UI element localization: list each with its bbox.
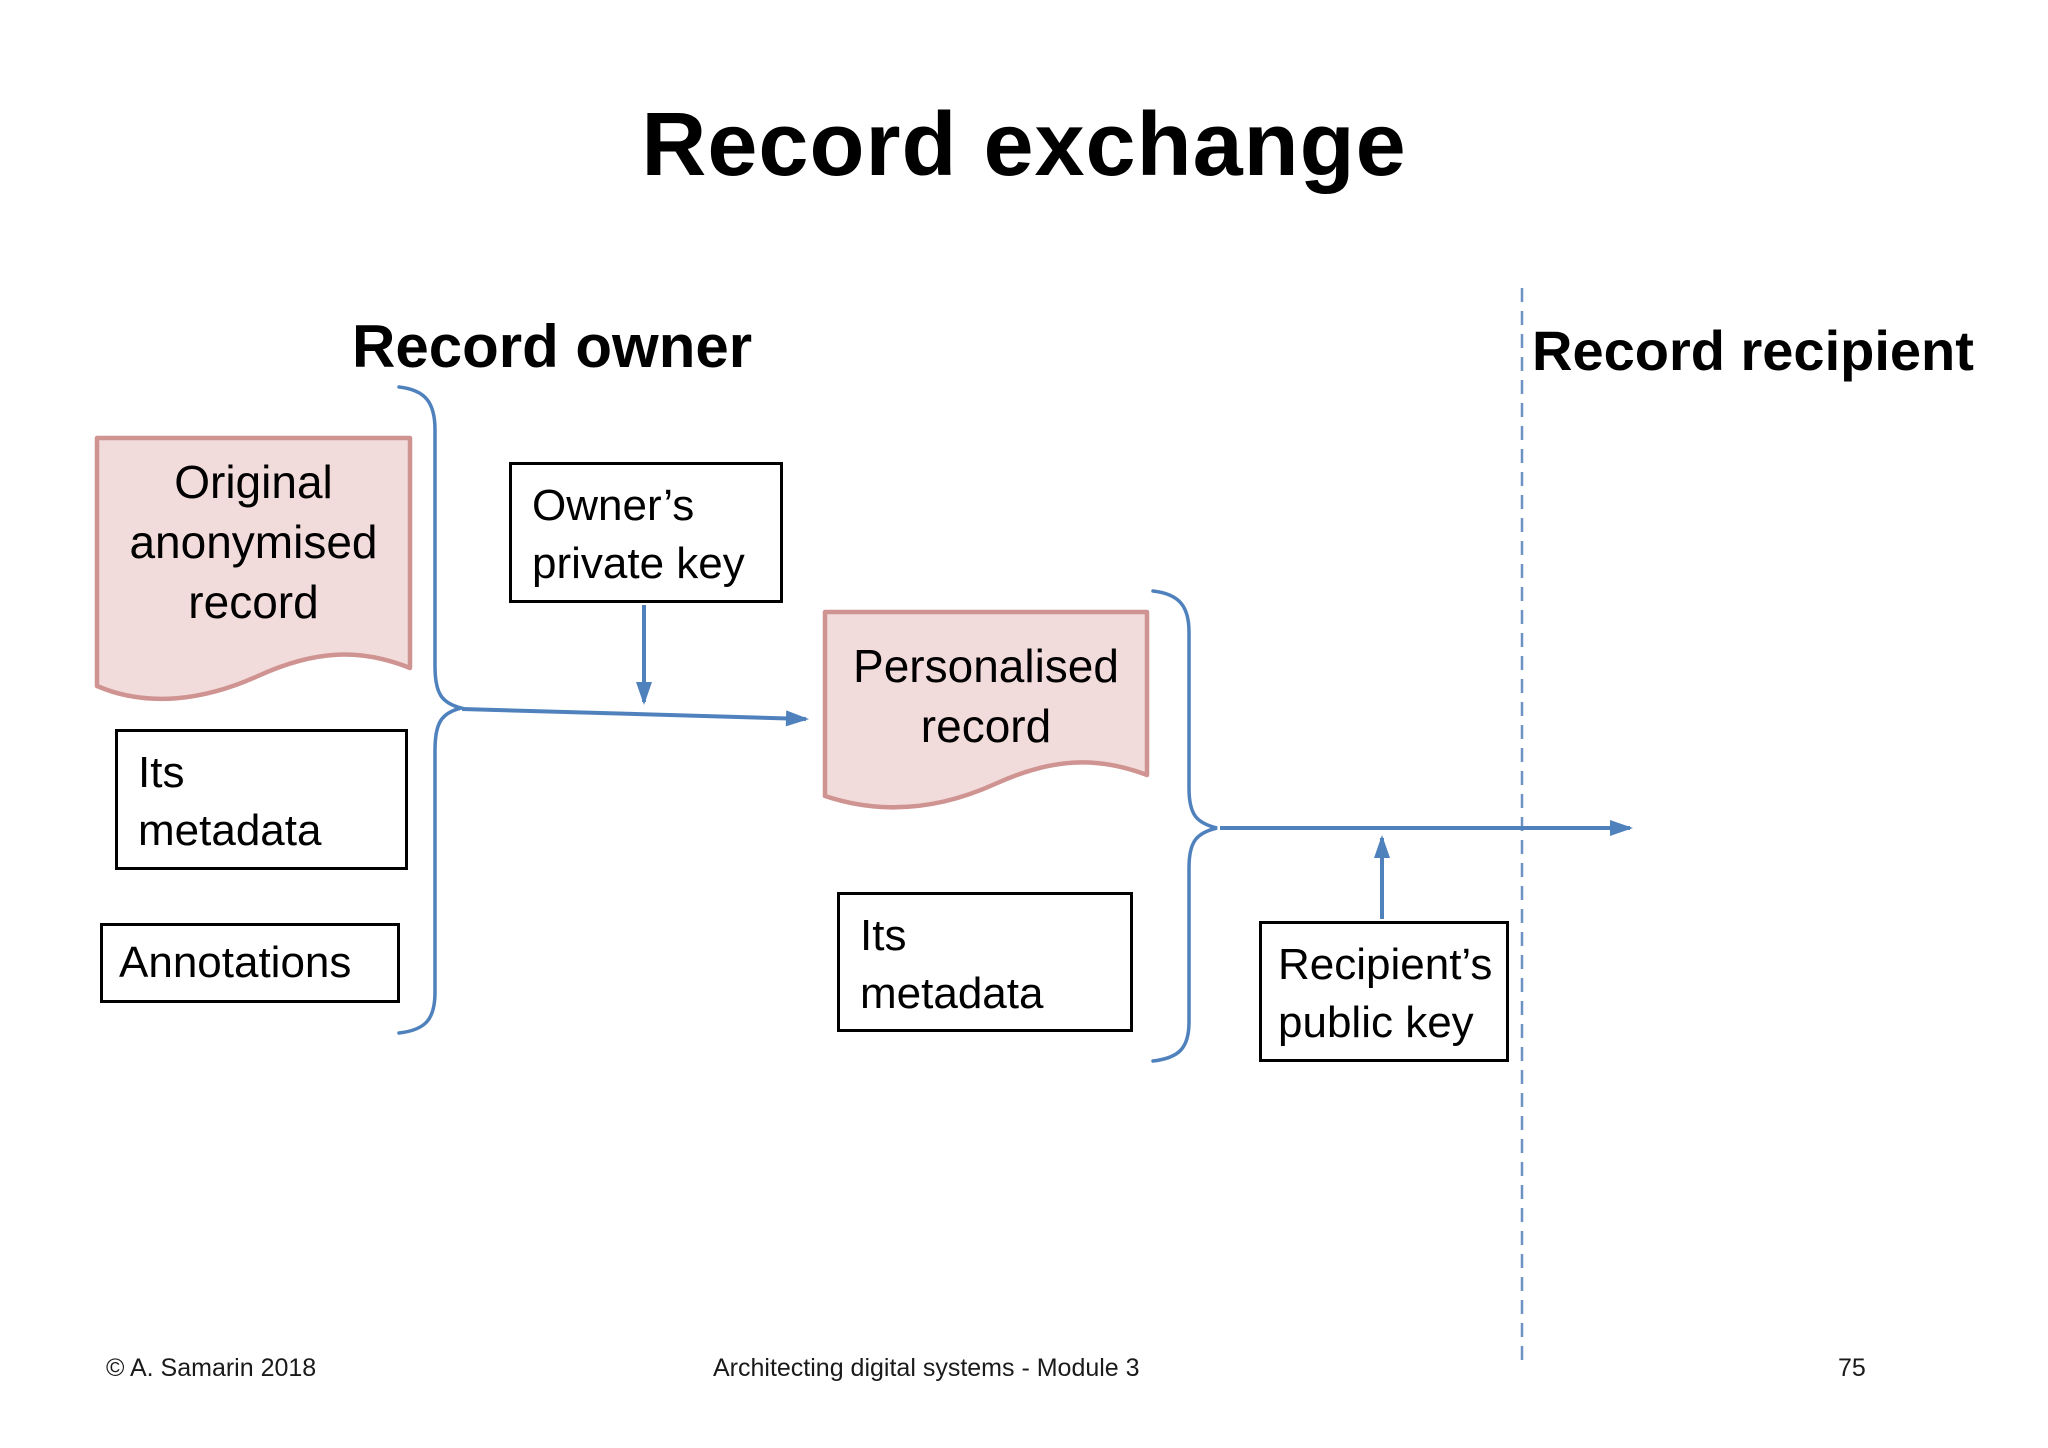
personalised-record-document-shape	[822, 609, 1150, 810]
footer-copyright: © A. Samarin 2018	[106, 1354, 317, 1382]
footer-page-number: 75	[1838, 1354, 1866, 1382]
original-record-line-3: record	[188, 576, 319, 628]
owner-items-brace	[397, 385, 468, 1035]
original-record-document-shape	[94, 435, 413, 702]
owner-private-key-box: Owner’s private key	[509, 462, 783, 603]
its-metadata-right-box: Its metadata	[837, 892, 1133, 1032]
lane-heading-record-recipient: Record recipient	[1532, 319, 1974, 382]
its-metadata-left-line-1: Its	[138, 748, 185, 797]
owner-private-key-line-2: private key	[532, 539, 745, 588]
recipient-public-key-line-2: public key	[1278, 998, 1474, 1047]
annotations-box: Annotations	[100, 923, 400, 1003]
annotations-label: Annotations	[119, 938, 352, 987]
personalised-record-line-1: Personalised	[853, 640, 1119, 692]
original-record-label: Original anonymised record	[97, 452, 410, 632]
original-record-line-1: Original	[174, 456, 333, 508]
its-metadata-right-line-2: metadata	[860, 969, 1044, 1018]
recipient-public-key-line-1: Recipient’s	[1278, 940, 1493, 989]
personalised-record-line-2: record	[920, 700, 1052, 752]
its-metadata-left-line-2: metadata	[138, 806, 322, 855]
footer-course-title: Architecting digital systems - Module 3	[713, 1354, 1140, 1382]
lane-heading-record-owner: Record owner	[352, 313, 753, 380]
its-metadata-left-box: Its metadata	[115, 729, 408, 870]
slide-title: Record exchange	[641, 95, 1407, 195]
owner-private-key-line-1: Owner’s	[532, 481, 695, 530]
personalised-record-label: Personalised record	[825, 636, 1147, 756]
personalised-items-brace	[1151, 589, 1218, 1063]
arrow-original-to-personalised	[461, 707, 809, 727]
recipient-public-key-box: Recipient’s public key	[1259, 921, 1509, 1062]
its-metadata-right-line-1: Its	[860, 911, 907, 960]
original-record-line-2: anonymised	[129, 516, 378, 568]
